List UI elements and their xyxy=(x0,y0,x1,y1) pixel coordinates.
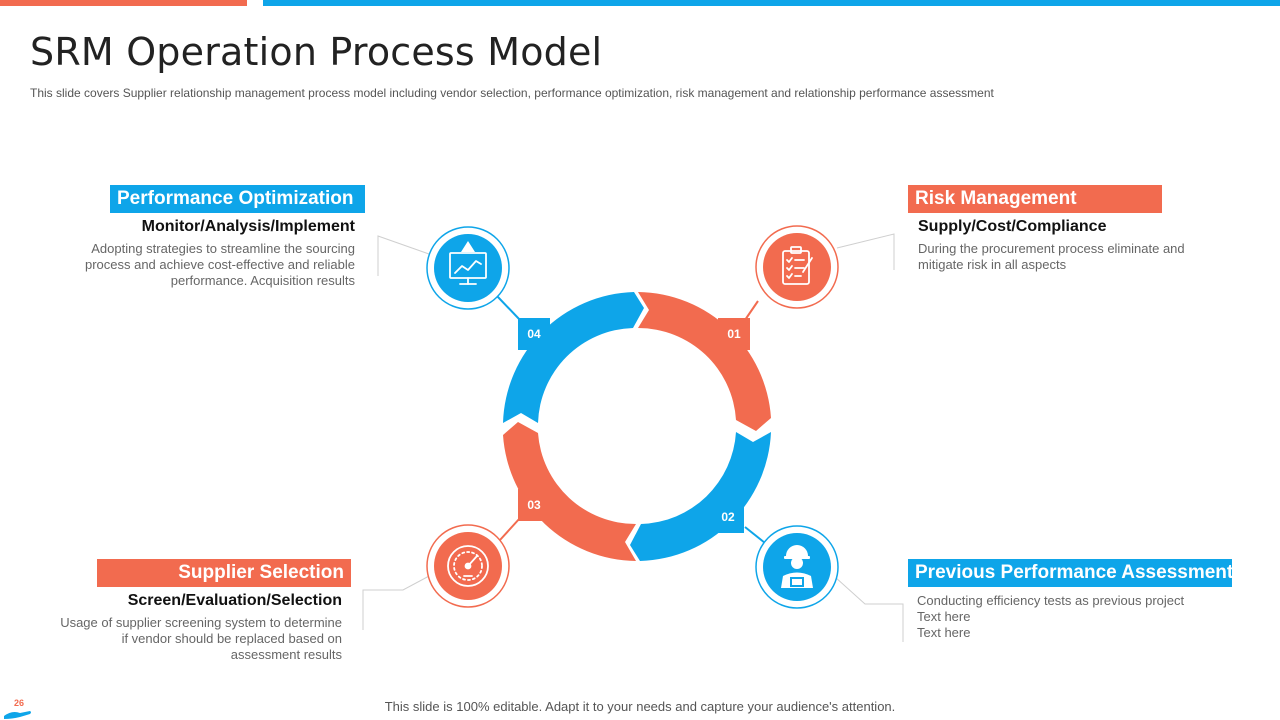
connector-line-02 xyxy=(834,576,904,642)
step-04-subtitle: Monitor/Analysis/Implement xyxy=(141,218,355,235)
step-02-title: Previous Performance Assessment xyxy=(908,559,1233,587)
step-01-description-line: mitigate risk in all aspects xyxy=(918,257,1067,272)
page-subtitle: This slide covers Supplier relationship … xyxy=(30,86,994,100)
link-line-02 xyxy=(744,526,766,544)
monitor-chart-icon xyxy=(449,241,487,285)
connector-line-03 xyxy=(362,574,432,630)
step-01-subtitle: Supply/Cost/Compliance xyxy=(918,218,1107,235)
hand-logo-icon xyxy=(4,711,31,719)
icon-circle-01 xyxy=(755,225,839,309)
step-03-description: Usage of supplier screening system to de… xyxy=(30,615,342,663)
step-02-description: Conducting efficiency tests as previous … xyxy=(917,593,1237,641)
step-01-title: Risk Management xyxy=(908,185,1162,213)
gauge-icon xyxy=(447,545,489,587)
step-03-description-line: Usage of supplier screening system to de… xyxy=(60,615,342,630)
step-02-description-line: Conducting efficiency tests as previous … xyxy=(917,593,1185,608)
step-03-title: Supplier Selection xyxy=(97,559,351,587)
link-line-04 xyxy=(496,295,521,321)
connector-line-01 xyxy=(836,233,895,270)
step-01-description-line: During the procurement process eliminate… xyxy=(918,241,1185,256)
step-02-description-line: Text here xyxy=(917,609,971,624)
ring-segment-03 xyxy=(503,422,636,561)
connector-line-04 xyxy=(377,235,430,276)
page-title: SRM Operation Process Model xyxy=(30,30,603,74)
top-accent-bar-blue xyxy=(263,0,1280,6)
ring-segment-04 xyxy=(503,292,644,423)
step-04-description: Adopting strategies to streamline the so… xyxy=(40,241,355,289)
step-03-description-line: assessment results xyxy=(230,647,342,662)
icon-circle-04 xyxy=(426,226,510,310)
step-04-description-line: performance. Acquisition results xyxy=(170,273,355,288)
clipboard-checklist-icon xyxy=(782,246,813,285)
step-03-description-line: if vendor should be replaced based on xyxy=(121,631,342,646)
ring-segment-01 xyxy=(638,292,771,431)
link-line-01 xyxy=(744,300,759,321)
step-01-number-badge: 01 xyxy=(718,318,750,350)
step-04-title: Performance Optimization xyxy=(110,185,365,213)
step-02-number-badge: 02 xyxy=(712,501,744,533)
ring-segment-02 xyxy=(630,432,771,561)
step-04-description-line: process and achieve cost-effective and r… xyxy=(84,257,355,272)
step-03-subtitle: Screen/Evaluation/Selection xyxy=(127,592,342,609)
step-01-description: During the procurement process eliminate… xyxy=(918,241,1238,273)
step-04-description-line: Adopting strategies to streamline the so… xyxy=(91,241,355,256)
step-04-number-badge: 04 xyxy=(518,318,550,350)
page-number: 26 xyxy=(14,698,25,708)
link-line-03 xyxy=(499,517,521,541)
step-02-description-line: Text here xyxy=(917,625,971,640)
worker-icon xyxy=(781,545,813,588)
top-accent-bar-orange xyxy=(0,0,247,6)
footer-note: This slide is 100% editable. Adapt it to… xyxy=(384,699,896,714)
step-03-number-badge: 03 xyxy=(518,489,550,521)
